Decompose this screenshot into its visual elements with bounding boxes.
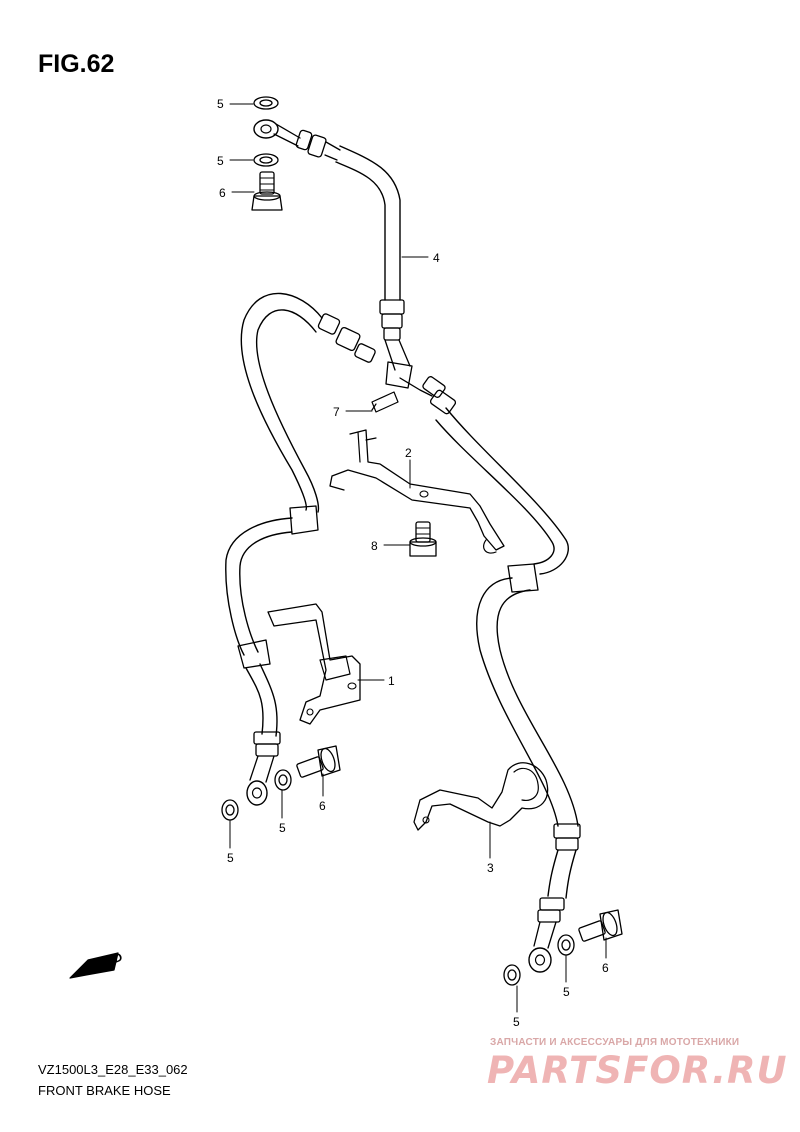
figure-title: FIG.62 <box>38 50 115 78</box>
right-brake-hose <box>422 376 581 973</box>
callout-hose-4: 4 <box>433 251 440 265</box>
callout-bracket-2: 2 <box>405 446 412 460</box>
callout-bolt-right: 6 <box>602 961 609 975</box>
junction-block <box>371 361 433 413</box>
callout-washer-upper: 5 <box>217 154 224 168</box>
left-brake-hose <box>225 292 376 806</box>
watermark-tagline: ЗАПЧАСТИ И АКСЕССУАРЫ ДЛЯ МОТОТЕХНИКИ <box>490 1037 740 1048</box>
bracket-2 <box>329 429 505 554</box>
callout-bolt-left: 6 <box>319 799 326 813</box>
model-code: VZ1500L3_E28_E33_062 <box>38 1062 188 1077</box>
bracket-1 <box>267 603 361 725</box>
bracket-3 <box>413 762 549 831</box>
callout-bracket-3: 3 <box>487 861 494 875</box>
watermark-brand: PARTSFOR.RU <box>487 1049 788 1092</box>
callout-washer-left-outer: 5 <box>227 851 234 865</box>
callout-bolt-8: 8 <box>371 539 378 553</box>
callout-washer-right-outer: 5 <box>513 1015 520 1029</box>
union-bolts <box>251 171 623 942</box>
callout-bolt-7: 7 <box>333 405 340 419</box>
callout-bolt-top: 6 <box>219 186 226 200</box>
callout-washer-top: 5 <box>217 97 224 111</box>
figure-caption: FRONT BRAKE HOSE <box>38 1083 171 1098</box>
callout-bracket-1: 1 <box>388 674 395 688</box>
upper-hose-assembly <box>253 119 411 371</box>
leader-lines <box>229 103 607 1013</box>
callout-washer-right-inner: 5 <box>563 985 570 999</box>
washers <box>221 96 575 986</box>
callout-washer-left-inner: 5 <box>279 821 286 835</box>
fwd-arrow-icon <box>69 952 119 979</box>
